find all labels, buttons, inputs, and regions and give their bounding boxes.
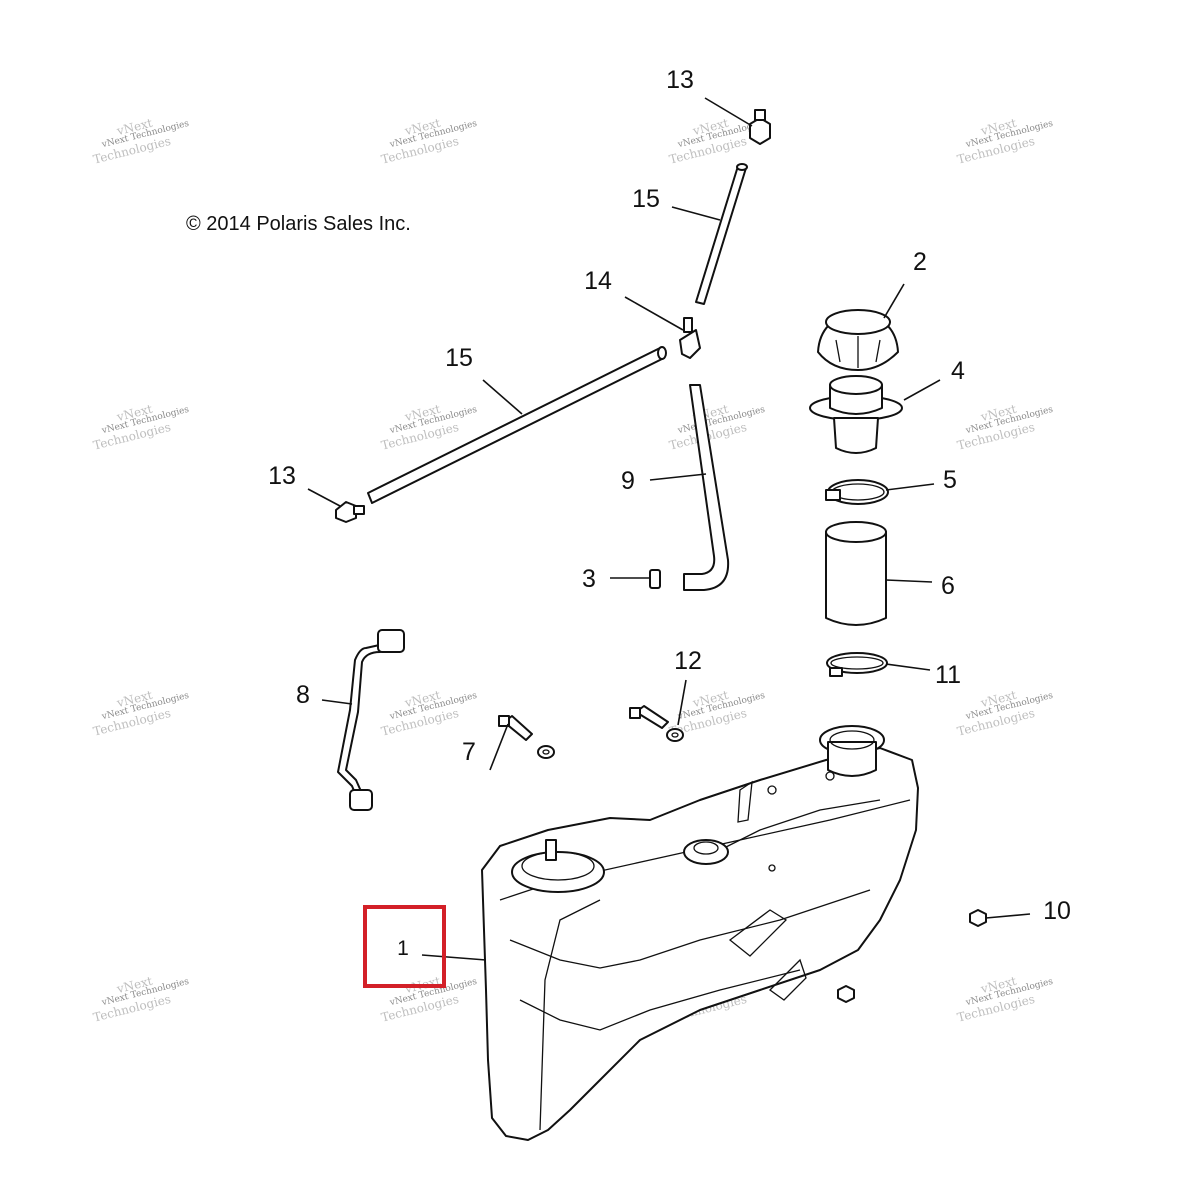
part-13-left-fitting[interactable]	[307, 488, 365, 523]
part-4-filler-neck[interactable]	[809, 375, 941, 454]
callout-6[interactable]: 6	[941, 572, 955, 600]
callout-11[interactable]: 11	[935, 661, 961, 689]
part-9-bent-hose[interactable]	[649, 384, 730, 591]
part-12-bolt-washer[interactable]	[629, 679, 687, 742]
callout-13-left[interactable]: 13	[268, 462, 296, 490]
highlight-box	[363, 905, 446, 988]
callout-15-long-hose[interactable]: 15	[445, 344, 473, 372]
callout-8[interactable]: 8	[296, 681, 310, 709]
part-8-fuel-line[interactable]	[321, 629, 405, 811]
part-2-fuel-cap[interactable]	[817, 283, 905, 371]
part-5-hose-clamp[interactable]	[825, 479, 935, 505]
part-11-clamp[interactable]	[826, 652, 931, 677]
callout-12[interactable]: 12	[674, 647, 702, 675]
part-15-vertical-hose[interactable]	[671, 163, 748, 305]
callout-9[interactable]: 9	[621, 467, 635, 495]
part-10-nut-secondary[interactable]	[837, 985, 855, 1003]
callout-1[interactable]: 1	[397, 937, 409, 960]
callout-2[interactable]: 2	[913, 248, 927, 276]
callout-3[interactable]: 3	[582, 565, 596, 593]
part-13-top-fitting[interactable]	[704, 97, 771, 145]
callout-5[interactable]: 5	[943, 466, 957, 494]
callout-13-top[interactable]: 13	[666, 66, 694, 94]
part-6-sleeve[interactable]	[825, 521, 933, 626]
callout-14[interactable]: 14	[584, 267, 612, 295]
callout-10[interactable]: 10	[1043, 897, 1071, 925]
part-14-tee-fitting[interactable]	[624, 296, 701, 359]
part-15-long-hose[interactable]	[367, 346, 667, 504]
callout-15-vertical-hose[interactable]: 15	[632, 185, 660, 213]
callout-4[interactable]: 4	[951, 357, 965, 385]
part-10-nut[interactable]	[969, 909, 1031, 927]
part-3-fitting[interactable]	[610, 569, 661, 589]
copyright-text: © 2014 Polaris Sales Inc.	[186, 213, 411, 235]
part-1-fuel-tank[interactable]	[421, 725, 919, 1141]
part-7-bolt-washer[interactable]	[489, 715, 555, 771]
callout-7[interactable]: 7	[462, 738, 476, 766]
